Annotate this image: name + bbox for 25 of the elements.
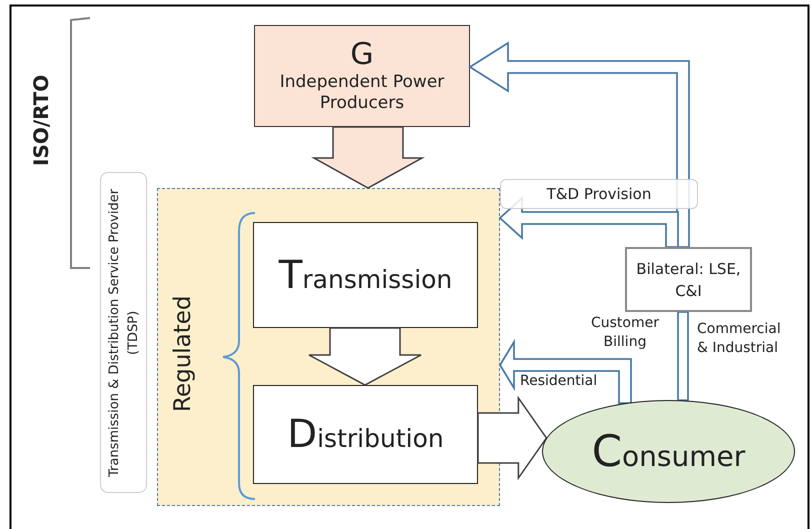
process-box [625,247,752,312]
block-arrow [311,126,425,189]
text-label: Commercial & Industrial [697,320,782,358]
process-box [254,25,470,127]
block-arrow [308,327,422,386]
hollow-arrow [498,338,632,404]
node-label: Consumer [592,426,746,476]
text-label: Customer Billing [590,314,660,352]
node-label: Regulated [170,294,196,414]
rounded-box [100,172,147,493]
process-box [253,222,478,328]
text-label: Residential [520,372,598,391]
block-arrow [477,396,548,480]
node-label: Bilateral: LSE, C&I [635,258,742,302]
hollow-arrow [468,41,690,248]
process-box [253,385,478,484]
double-line [677,311,689,402]
node-label: Transmission & Distribution Service Provider (TDSP) [106,188,142,478]
node-label: Independent Power Producers [278,72,446,114]
text-label: ISO/RTO [28,73,54,168]
edge-label: T&D Provision [500,179,698,209]
group-area [157,188,500,506]
node-letter: G [350,38,374,72]
node-label: Transmission [278,252,452,298]
node-label: Distribution [287,412,444,457]
